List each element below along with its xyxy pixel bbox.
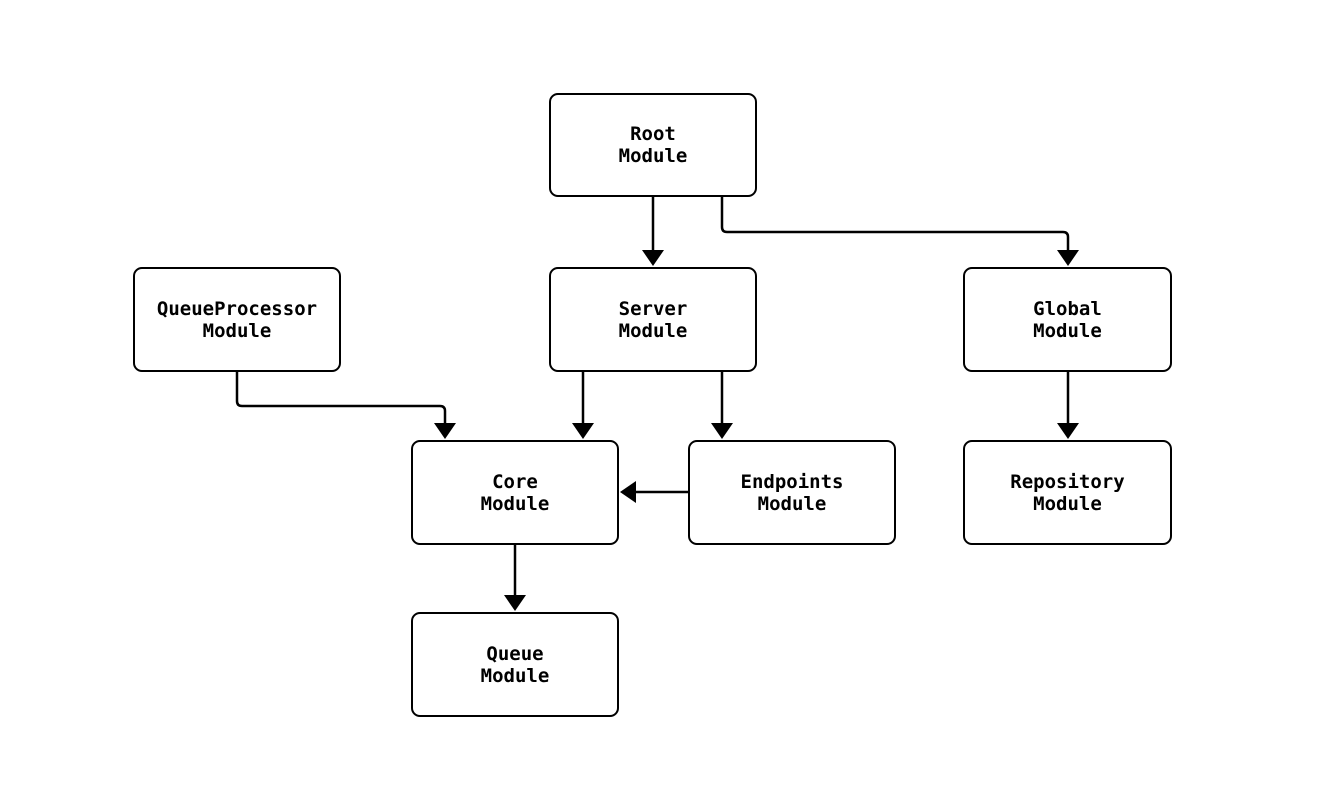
node-endpoints-module: Endpoints Module (688, 440, 896, 545)
node-queueprocessor-module-label: QueueProcessor Module (156, 297, 318, 342)
node-server-module-label: Server Module (618, 297, 688, 342)
node-repository-module-label: Repository Module (1010, 470, 1125, 515)
node-global-module-label: Global Module (1033, 297, 1102, 342)
node-core-module-label: Core Module (480, 470, 550, 515)
edge-root-to-global (720, 197, 1079, 266)
node-endpoints-module-label: Endpoints Module (740, 470, 844, 515)
node-root-module: Root Module (549, 93, 757, 197)
node-core-module: Core Module (411, 440, 619, 545)
node-queue-module-label: Queue Module (480, 642, 550, 687)
edge-queueprocessor-to-core (235, 372, 456, 439)
node-global-module: Global Module (963, 267, 1172, 372)
node-repository-module: Repository Module (963, 440, 1172, 545)
node-queueprocessor-module: QueueProcessor Module (133, 267, 341, 372)
node-root-module-label: Root Module (618, 123, 688, 167)
node-queue-module: Queue Module (411, 612, 619, 717)
node-server-module: Server Module (549, 267, 757, 372)
